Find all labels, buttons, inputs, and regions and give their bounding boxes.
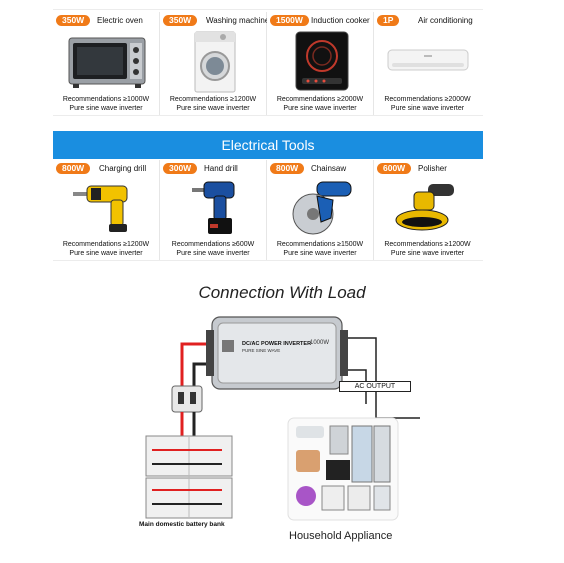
wave-text: Pure sine wave inverter <box>390 250 465 257</box>
row-divider <box>53 260 483 261</box>
appliance-name: Washing machine <box>206 16 270 25</box>
row-divider <box>53 115 483 116</box>
washing-machine-icon <box>194 31 236 93</box>
connection-title: Connection With Load <box>198 283 366 302</box>
polisher-icon <box>395 184 454 231</box>
tool-name: Polisher <box>418 164 447 173</box>
appliance-card: 1P Air conditioning Recommendations ≥200… <box>374 12 481 115</box>
connection-diagram <box>145 316 420 521</box>
power-badge: 800W <box>270 163 305 174</box>
tool-name: Chainsaw <box>311 164 347 173</box>
tools-row: 800W Charging drill Recommendations ≥120… <box>53 160 483 260</box>
power-badge: 350W <box>56 15 91 26</box>
appliance-card: 1500W Induction cooker Recommendations ≥… <box>267 12 374 115</box>
recommendation-text: Recommendations ≥2000W <box>384 96 471 103</box>
appliance-name: Electric oven <box>97 16 143 25</box>
household-appliance-label: Household Appliance <box>289 530 393 542</box>
wave-text: Pure sine wave inverter <box>69 105 143 112</box>
hand-drill-icon <box>192 181 235 234</box>
recommendation-text: Recommendations ≥1000W <box>62 96 150 103</box>
wave-text: Pure sine wave inverter <box>283 250 357 257</box>
home-appliance-row: 350W Electric oven Recommendations ≥1000… <box>53 12 483 115</box>
tool-card: 800W Chainsaw Recommendations ≥1500W Pur… <box>267 160 374 260</box>
battery-bank-icon <box>145 435 233 519</box>
air-conditioner-icon <box>387 49 469 71</box>
tool-name: Hand drill <box>204 164 238 173</box>
power-badge: 1500W <box>270 15 309 26</box>
oven-icon <box>68 37 146 88</box>
inverter-icon <box>206 316 348 390</box>
induction-cooker-icon <box>295 31 349 91</box>
tool-card: 300W Hand drill Recommendations ≥600W Pu… <box>160 160 267 260</box>
positive-wire <box>180 342 206 388</box>
wave-text: Pure sine wave inverter <box>176 105 250 112</box>
tool-name: Charging drill <box>99 164 147 173</box>
wave-text: Pure sine wave inverter <box>176 250 250 257</box>
power-badge: 300W <box>163 163 198 174</box>
chainsaw-icon <box>292 181 352 235</box>
appliance-name: Air conditioning <box>418 16 473 25</box>
household-appliances-icon <box>287 417 399 521</box>
negative-wire <box>192 362 206 388</box>
recommendation-text: Recommendations ≥1500W <box>276 241 364 248</box>
recommendation-text: Recommendations ≥1200W <box>169 96 257 103</box>
breaker-icon <box>171 385 203 413</box>
inverter-watt-label: 1000W <box>310 340 330 346</box>
appliance-card: 350W Washing machine Recommendations ≥12… <box>160 12 270 115</box>
battery-bank-label: Main domestic battery bank <box>139 521 225 528</box>
ac-output-label: AC OUTPUT <box>339 381 411 392</box>
appliance-card: 350W Electric oven Recommendations ≥1000… <box>53 12 160 115</box>
tool-card: 600W Polisher Recommendations ≥1200W Pur… <box>374 160 481 260</box>
wave-text: Pure sine wave inverter <box>69 250 143 257</box>
power-badge: 800W <box>56 163 91 174</box>
power-badge: 1P <box>377 15 400 26</box>
power-badge: 600W <box>377 163 412 174</box>
recommendation-text: Recommendations ≥600W <box>171 241 255 248</box>
wave-text: Pure sine wave inverter <box>390 105 465 112</box>
tool-card: 800W Charging drill Recommendations ≥120… <box>53 160 160 260</box>
ac-output-wire <box>348 337 420 419</box>
inverter-label: DC/AC POWER INVERTER <box>242 341 312 347</box>
power-badge: 350W <box>163 15 198 26</box>
electrical-tools-header: Electrical Tools <box>53 131 483 159</box>
top-divider <box>53 9 483 10</box>
recommendation-text: Recommendations ≥1200W <box>384 241 471 248</box>
inverter-sub-label: PURE SINE WAVE <box>242 348 281 353</box>
charging-drill-icon <box>73 185 128 232</box>
wave-text: Pure sine wave inverter <box>283 105 357 112</box>
recommendation-text: Recommendations ≥1200W <box>62 241 150 248</box>
recommendation-text: Recommendations ≥2000W <box>276 96 364 103</box>
appliance-name: Induction cooker <box>311 16 370 25</box>
